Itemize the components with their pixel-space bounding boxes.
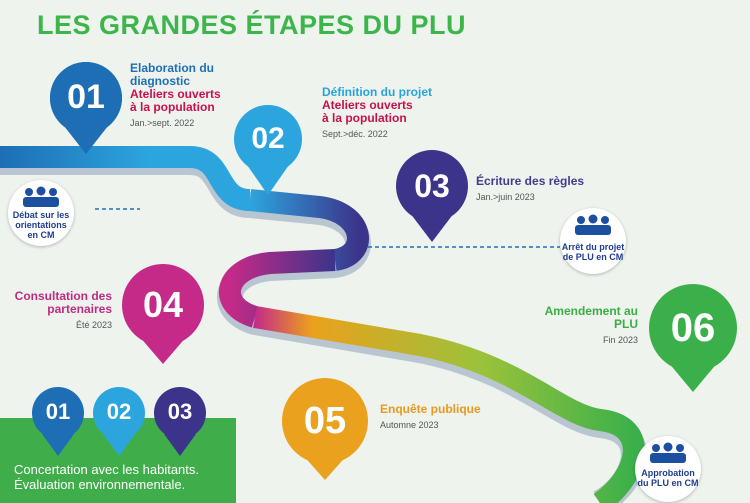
step-03-pin: 03 — [393, 148, 471, 244]
project-arrest-badge: Arrêt du projet de PLU en CM — [560, 208, 626, 274]
badge-1-text: Débat sur les orientations en CM — [12, 210, 70, 240]
step-03-title-1: Écriture des règles — [476, 174, 585, 188]
page-title: LES GRANDES ÉTAPES DU PLU — [37, 10, 467, 40]
step-04-title-2: partenaires — [47, 302, 112, 316]
concertation-pin-01: 01 — [30, 386, 86, 458]
step-01-number: 01 — [67, 78, 105, 116]
meeting-icon — [575, 214, 611, 235]
step-03-date: Jan.>juin 2023 — [476, 192, 535, 202]
step-04-pin: 04 — [118, 262, 208, 366]
meeting-icon — [650, 442, 686, 463]
step-02-number: 02 — [251, 122, 285, 155]
step-04-number: 04 — [142, 284, 184, 325]
concertation-pin-02: 02 — [91, 386, 147, 458]
step-04-label: Consultation des partenaires Été 2023 — [8, 290, 112, 332]
step-02-pin: 02 — [232, 103, 304, 197]
step-06-title-1: Amendement au PLU — [544, 304, 638, 331]
step-06-date: Fin 2023 — [602, 335, 638, 345]
step-03-number: 03 — [414, 168, 450, 204]
step-01-title-1: Elaboration du — [130, 61, 214, 75]
council-debate-badge: Débat sur les orientations en CM — [8, 180, 74, 246]
concertation-text: Concertation avec les habitants. Évaluat… — [14, 462, 199, 492]
step-01-date: Jan.>sept. 2022 — [130, 118, 195, 128]
plu-approval-badge: Approbation du PLU en CM — [635, 436, 701, 502]
step-05-label: Enquête publique Automne 2023 — [380, 403, 481, 432]
step-01-title-2: diagnostic — [130, 74, 191, 88]
badge-2-text: Arrêt du projet de PLU en CM — [561, 242, 625, 262]
step-06-pin: 06 — [646, 282, 740, 394]
step-05-date: Automne 2023 — [380, 420, 439, 430]
step-02-title-3: à la population — [322, 111, 407, 125]
step-06-label: Amendement au PLU Fin 2023 — [520, 305, 638, 347]
meeting-icon — [23, 186, 59, 207]
step-05-number: 05 — [303, 400, 347, 442]
step-01-title-4: à la population — [130, 100, 215, 114]
step-01-pin: 01 — [48, 60, 124, 156]
step-04-date: Été 2023 — [75, 320, 112, 330]
step-04-title-1: Consultation des — [14, 289, 112, 303]
step-02-title-1: Définition du projet — [322, 85, 432, 99]
step-01-title-3: Ateliers ouverts — [130, 87, 221, 101]
step-03-label: Écriture des règles Jan.>juin 2023 — [476, 175, 584, 204]
step-05-title-1: Enquête publique — [380, 402, 481, 416]
step-02-label: Définition du projet Ateliers ouverts à … — [322, 86, 432, 141]
step-01-label: Elaboration du diagnostic Ateliers ouver… — [130, 62, 221, 130]
step-05-pin: 05 — [278, 376, 372, 482]
step-02-date: Sept.>déc. 2022 — [322, 129, 388, 139]
badge-3-text: Approbation du PLU en CM — [637, 468, 699, 488]
step-02-title-2: Ateliers ouverts — [322, 98, 413, 112]
concertation-pin-03: 03 — [152, 386, 208, 458]
step-06-number: 06 — [670, 306, 716, 350]
